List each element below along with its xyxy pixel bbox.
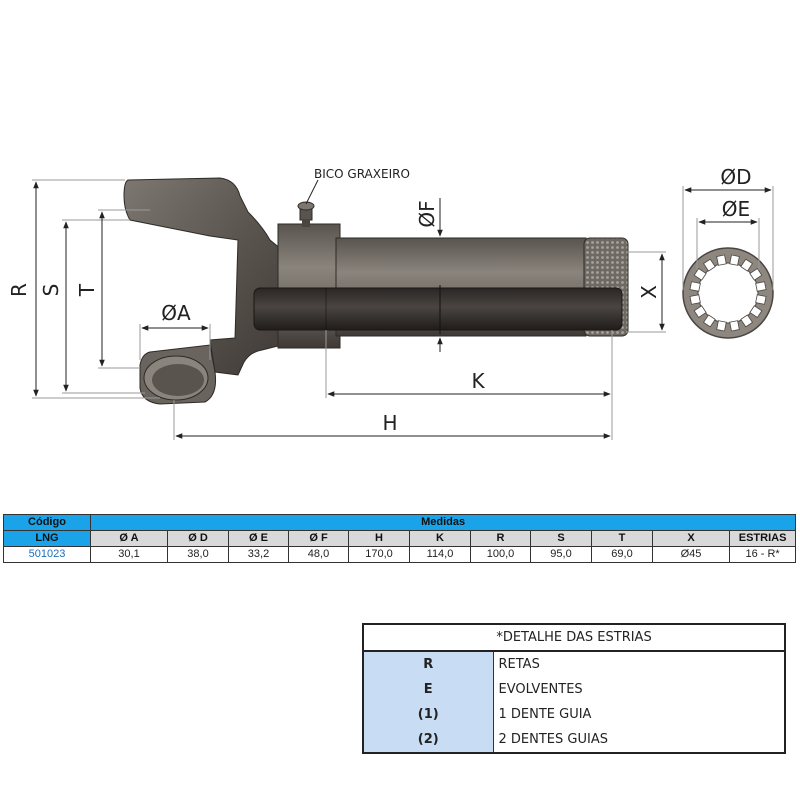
spec-col-d: Ø D [167,530,229,547]
spec-cell: 114,0 [409,546,471,563]
dim-label-a: ØA [161,301,191,325]
legend-row: (2) 2 DENTES GUIAS [362,727,787,754]
legend-row: (1) 1 DENTE GUIA [362,702,787,727]
spec-col-r: R [470,530,531,547]
dimension-labels: R S T ØA ØF K H X ØD ØE BICO GRAXEIRO [7,165,752,435]
legend-key: E [362,677,494,702]
spec-col-lng: LNG [3,530,91,547]
legend-key: R [362,651,494,677]
grease-fitting [297,201,315,227]
legend-desc: 2 DENTES GUIAS [492,727,787,754]
yoke-upper-ear [123,177,283,376]
spec-cell: 33,2 [228,546,289,563]
spline-tooth [740,314,753,328]
spec-cell-code: 501023 [3,546,91,563]
spec-col-h: H [348,530,410,547]
spec-col-k: K [409,530,471,547]
spec-cell: 95,0 [530,546,592,563]
spline-tooth [689,294,701,305]
legend-key: (2) [362,727,494,754]
spline-tooth [755,281,767,292]
spline-legend-table: *DETALHE DAS ESTRIAS R RETAS E EVOLVENTE… [361,623,787,754]
spec-group-measures: Medidas [89,514,797,531]
spec-header-row: LNG Ø A Ø D Ø E Ø F H K R S T X ESTRIAS [3,530,797,547]
spline-tooth [703,258,716,272]
dim-label-r: R [7,283,31,297]
yoke-part [123,177,629,405]
spec-table: Código Medidas LNG Ø A Ø D Ø E Ø F H K R… [3,514,797,563]
legend-desc: 1 DENTE GUIA [492,702,787,727]
spec-col-f: Ø F [288,530,349,547]
spec-cell: 170,0 [348,546,410,563]
spec-cell: 38,0 [167,546,229,563]
dim-label-f: ØF [415,200,439,227]
spline-tooth [716,254,727,266]
dim-label-h: H [382,411,397,435]
spec-cell: 100,0 [470,546,531,563]
spline-tooth [749,268,763,281]
spec-cell: 30,1 [90,546,168,563]
dimension-lines [32,179,774,440]
dim-label-s: S [39,284,63,297]
spline-end-view [682,247,774,339]
legend-row: R RETAS [362,651,787,677]
spec-col-x: X [652,530,730,547]
dim-label-e: ØE [722,197,750,221]
technical-drawing: R S T ØA ØF K H X ØD ØE BICO GRAXEIRO [7,165,774,440]
spec-data-row: 501023 30,1 38,0 33,2 48,0 170,0 114,0 1… [3,546,797,563]
spline-tooth [729,320,740,332]
spline-tooth [703,314,716,328]
spline-tooth [740,258,753,272]
spline-tooth [749,305,763,318]
spline-tooth [755,294,767,305]
legend-desc: EVOLVENTES [492,677,787,702]
spec-cell: 16 - R* [728,546,797,563]
dim-label-d: ØD [720,165,751,189]
dim-label-k: K [471,369,485,393]
dim-label-x: X [637,285,661,299]
legend-title: *DETALHE DAS ESTRIAS [361,623,787,652]
spline-tooth [716,320,727,332]
spline-tooth [693,268,707,281]
dim-label-t: T [75,283,99,297]
spline-tooth [693,305,707,318]
legend-key: (1) [362,702,494,727]
spec-cell: 48,0 [288,546,349,563]
spec-col-estrias: ESTRIAS [728,530,797,547]
spline-tooth [729,254,740,266]
spec-col-a: Ø A [90,530,168,547]
spec-col-t: T [591,530,653,547]
spec-col-s: S [530,530,592,547]
spec-col-e: Ø E [228,530,289,547]
spec-cell: Ø45 [652,546,730,563]
legend-row: E EVOLVENTES [362,677,787,702]
spline-tooth [689,281,701,292]
spec-group-code: Código [3,514,91,531]
legend-desc: RETAS [492,651,787,677]
grease-fitting-callout: BICO GRAXEIRO [314,167,410,181]
spec-cell: 69,0 [591,546,653,563]
